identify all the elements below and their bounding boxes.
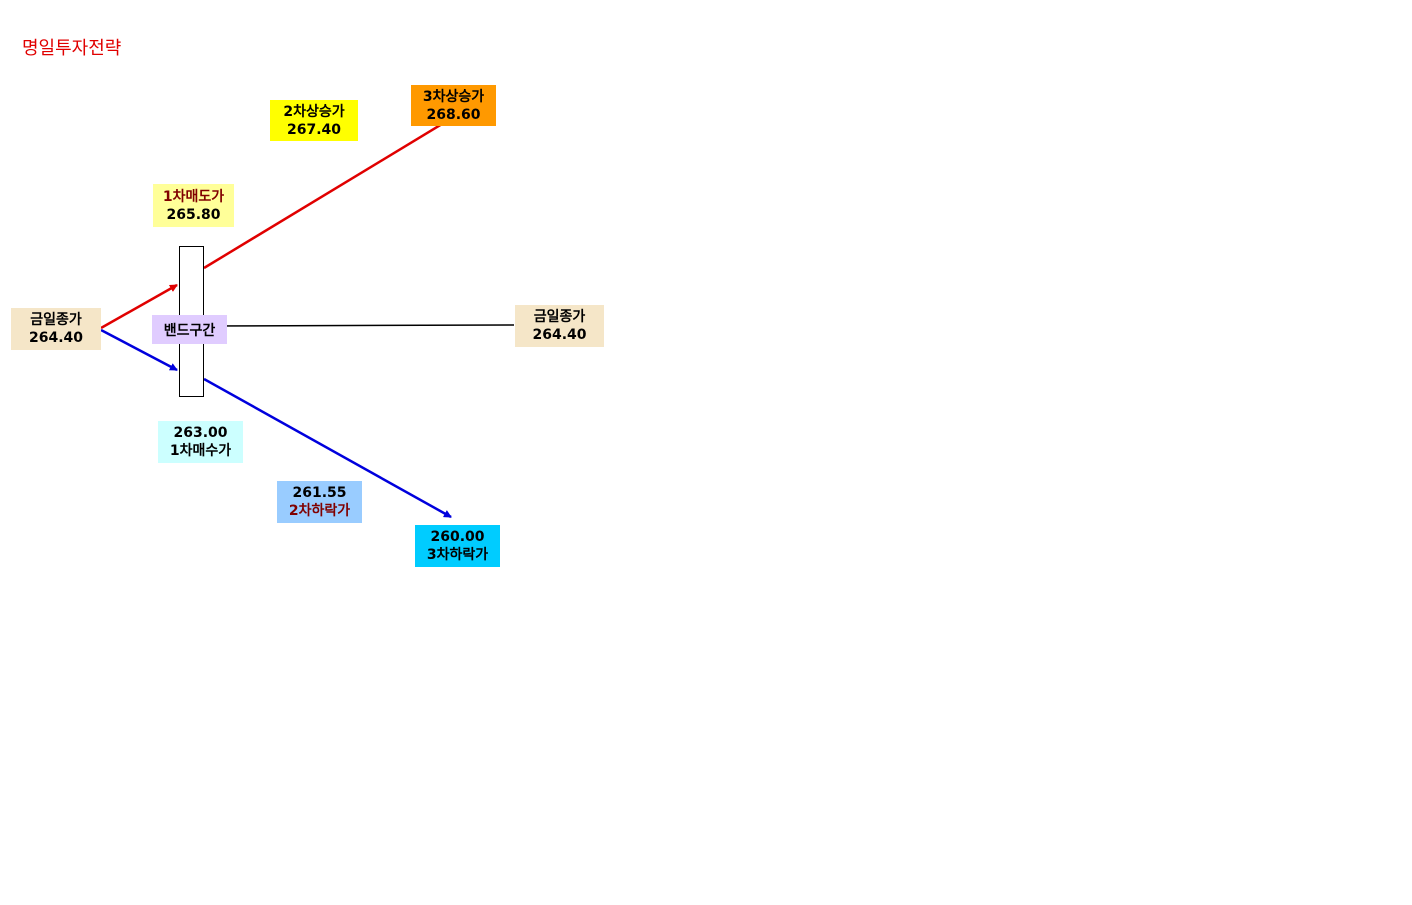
rise3-label: 3차상승가 [422,88,485,105]
line-band-to-close [203,324,515,327]
fall3-box: 260.00 3차하락가 [415,525,500,567]
band-label: 밴드구간 [152,315,227,344]
arrow-buy1-to-fall3 [203,377,452,519]
fall2-box: 261.55 2차하락가 [277,481,362,523]
sell1-value: 265.80 [166,206,221,223]
buy1-label: 1차매수가 [169,443,232,459]
arrow-close-to-sell1 [100,283,178,330]
fall2-value: 261.55 [292,485,347,501]
rise2-value: 267.40 [286,121,342,138]
rise2-box: 2차상승가 267.40 [270,100,358,141]
today-close-left-box: 금일종가 264.40 [11,308,101,350]
arrow-close-to-buy1 [100,328,178,372]
line-sell1-to-rise3 [203,122,443,270]
fall3-label: 3차하락가 [426,547,489,563]
today-close-left-label: 금일종가 [30,312,82,328]
today-close-right-box: 금일종가 264.40 [515,305,604,347]
rise3-value: 268.60 [426,106,481,123]
rise2-label: 2차상승가 [283,103,345,120]
buy1-box: 263.00 1차매수가 [158,421,243,463]
sell1-label: 1차매도가 [162,188,225,205]
today-close-right-value: 264.40 [532,327,587,343]
today-close-left-value: 264.40 [28,330,84,346]
sell1-box: 1차매도가 265.80 [153,184,234,227]
fall3-value: 260.00 [430,529,485,545]
today-close-right-label: 금일종가 [533,309,586,325]
fall2-label: 2차하락가 [288,503,351,519]
page-title: 명일투자전략 [22,38,122,59]
rise3-box: 3차상승가 268.60 [411,85,496,126]
buy1-value: 263.00 [173,425,228,441]
